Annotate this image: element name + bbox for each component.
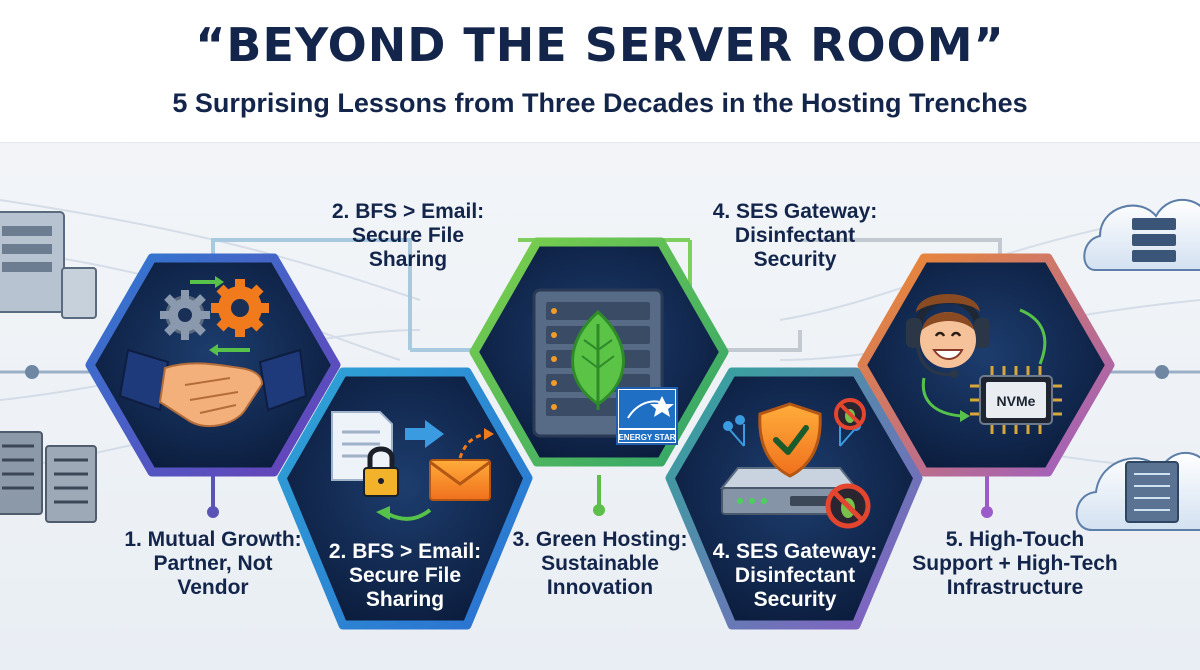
nvme-chip-text: NVMe: [997, 393, 1036, 409]
padlock-icon: [363, 446, 399, 497]
energy-star-logo: ENERGY STAR: [616, 387, 678, 445]
hex-pins: [207, 475, 993, 518]
energy-star-text: ENERGY STAR: [618, 433, 675, 442]
left-network-node: [25, 365, 39, 379]
gear-icon: [160, 276, 269, 356]
shield-check-icon: [758, 402, 822, 478]
leaf-icon: [571, 310, 625, 410]
server-tower-icon: [0, 211, 97, 523]
header-banner: [0, 0, 1200, 143]
arrow-return-icon: [376, 506, 432, 521]
arrow-right-icon: [405, 420, 444, 448]
support-agent-headset-icon: [906, 294, 1047, 422]
handshake-icon: [118, 348, 308, 428]
network-appliance-icon: [719, 415, 861, 515]
right-network-node: [1155, 365, 1169, 379]
page-subtitle: 5 Surprising Lessons from Three Decades …: [172, 88, 1028, 118]
cloud-server-icon: [1075, 199, 1200, 531]
page-title: “BEYOND THE SERVER ROOM”: [195, 18, 1005, 72]
bug-blocked-icon: [825, 398, 871, 529]
nvme-chip-icon: NVMe: [970, 366, 1062, 434]
envelope-icon: [429, 428, 494, 501]
